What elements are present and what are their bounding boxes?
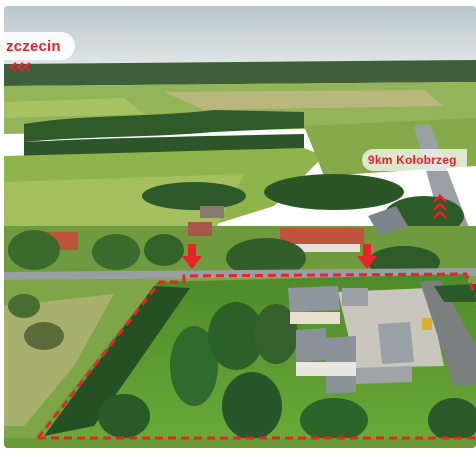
tree: [226, 238, 306, 278]
field-patch: [4, 98, 144, 118]
building-wall: [296, 362, 356, 376]
building-roof: [378, 322, 414, 364]
sky: [4, 6, 476, 64]
building-roof: [356, 366, 412, 384]
aerial-photo: [4, 6, 476, 448]
bush: [98, 394, 150, 438]
tree: [208, 302, 264, 370]
tree: [92, 234, 140, 270]
double-chevron-up-icon: [433, 194, 447, 219]
arrow-down-icon: [182, 244, 202, 269]
tree: [222, 372, 282, 440]
harvested-field: [164, 90, 444, 110]
property-boundary-line: [36, 272, 476, 439]
building-roof: [296, 328, 326, 362]
barn-roof: [280, 228, 364, 244]
building-roof: [342, 288, 368, 306]
bush: [8, 294, 40, 318]
building-wall: [290, 312, 340, 324]
aerial-landscape-illustration: [4, 6, 476, 448]
double-chevron-left-icon: [10, 62, 31, 72]
left-city-label: zczecin: [6, 37, 61, 55]
horizon-forest: [4, 60, 476, 86]
tree: [144, 234, 184, 266]
arrow-down-icon: [357, 244, 377, 269]
right-distance-label: 9km Kołobrzeg: [368, 153, 457, 167]
tractor: [422, 318, 432, 330]
barn-wall: [284, 244, 360, 252]
tree: [428, 398, 476, 442]
hedge: [434, 284, 476, 302]
direction-label-kolobrzeg: 9km Kołobrzeg: [362, 149, 467, 171]
shed-roof: [368, 206, 408, 236]
tree: [170, 326, 218, 406]
building-roof: [288, 286, 340, 312]
house-roof: [188, 222, 212, 236]
grass-strip: [4, 438, 476, 448]
direction-label-szczecin: zczecin: [4, 32, 75, 60]
tree: [8, 230, 60, 270]
tree-cluster: [264, 174, 404, 210]
bush: [24, 322, 64, 350]
tree-cluster: [142, 182, 246, 210]
long-barn-roof: [420, 280, 476, 386]
tree-line: [24, 110, 304, 142]
tree: [254, 304, 298, 364]
house-roof: [200, 206, 224, 218]
tree: [300, 398, 368, 442]
tree-belt: [44, 286, 190, 436]
